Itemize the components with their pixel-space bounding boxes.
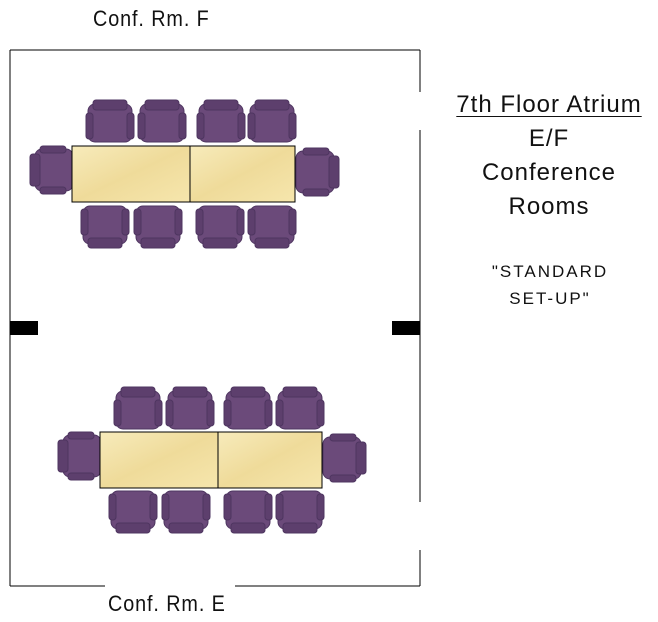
title-line-2: E/F [528, 125, 570, 152]
chair [29, 145, 74, 195]
chair [223, 490, 273, 534]
chair [165, 386, 215, 430]
table [99, 431, 219, 489]
room-e-label: Conf. Rm. E [108, 591, 226, 616]
chair [247, 205, 297, 249]
table [217, 431, 323, 489]
title-block: 7th Floor Atrium E/F Conference Rooms [440, 88, 658, 224]
chair [137, 99, 187, 143]
chair [322, 433, 367, 483]
setup-line-2: SET-UP" [509, 289, 591, 308]
chair [275, 386, 325, 430]
room-walls [9, 49, 421, 587]
partition-right [392, 321, 420, 335]
setup-note: "STANDARD SET-UP" [470, 258, 630, 312]
chair [161, 490, 211, 534]
table [189, 145, 296, 203]
chair [196, 99, 246, 143]
title-line-1: 7th Floor Atrium [456, 91, 642, 118]
chair [80, 205, 130, 249]
table [71, 145, 191, 203]
chair [108, 490, 158, 534]
chair [275, 490, 325, 534]
chair [133, 205, 183, 249]
title-line-3: Conference [481, 159, 617, 186]
chair [295, 147, 340, 197]
room-f-label: Conf. Rm. F [93, 6, 210, 31]
chair [195, 205, 245, 249]
setup-line-1: "STANDARD [491, 262, 609, 281]
chair [57, 431, 102, 481]
partition-left [10, 321, 38, 335]
room-e-setup [57, 386, 367, 534]
room-f-setup [29, 99, 340, 249]
chair [247, 99, 297, 143]
title-line-4: Rooms [508, 193, 590, 220]
chair [223, 386, 273, 430]
chair [113, 386, 163, 430]
chair [85, 99, 135, 143]
